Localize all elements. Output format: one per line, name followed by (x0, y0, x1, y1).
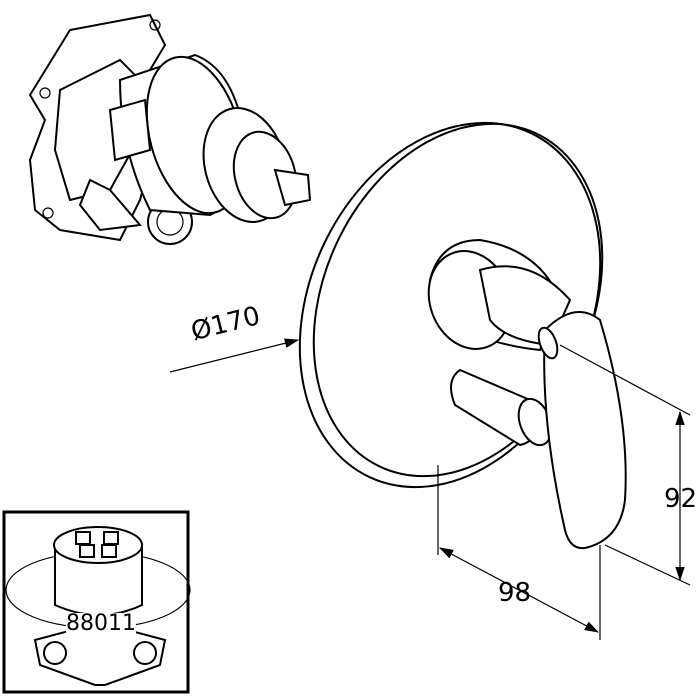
rough-in-valve-illustration (28, 13, 312, 245)
diameter-leader-line (169, 338, 300, 373)
mixer-lever-handle (537, 311, 627, 550)
mixer-body (427, 238, 572, 447)
height-label: 92 (664, 484, 698, 514)
depth-label: 98 (498, 578, 532, 608)
part-number-label: 88011 (66, 611, 136, 636)
height-dimension (559, 344, 691, 586)
installation-kit-inset (2, 510, 191, 694)
depth-dimension (437, 465, 601, 640)
